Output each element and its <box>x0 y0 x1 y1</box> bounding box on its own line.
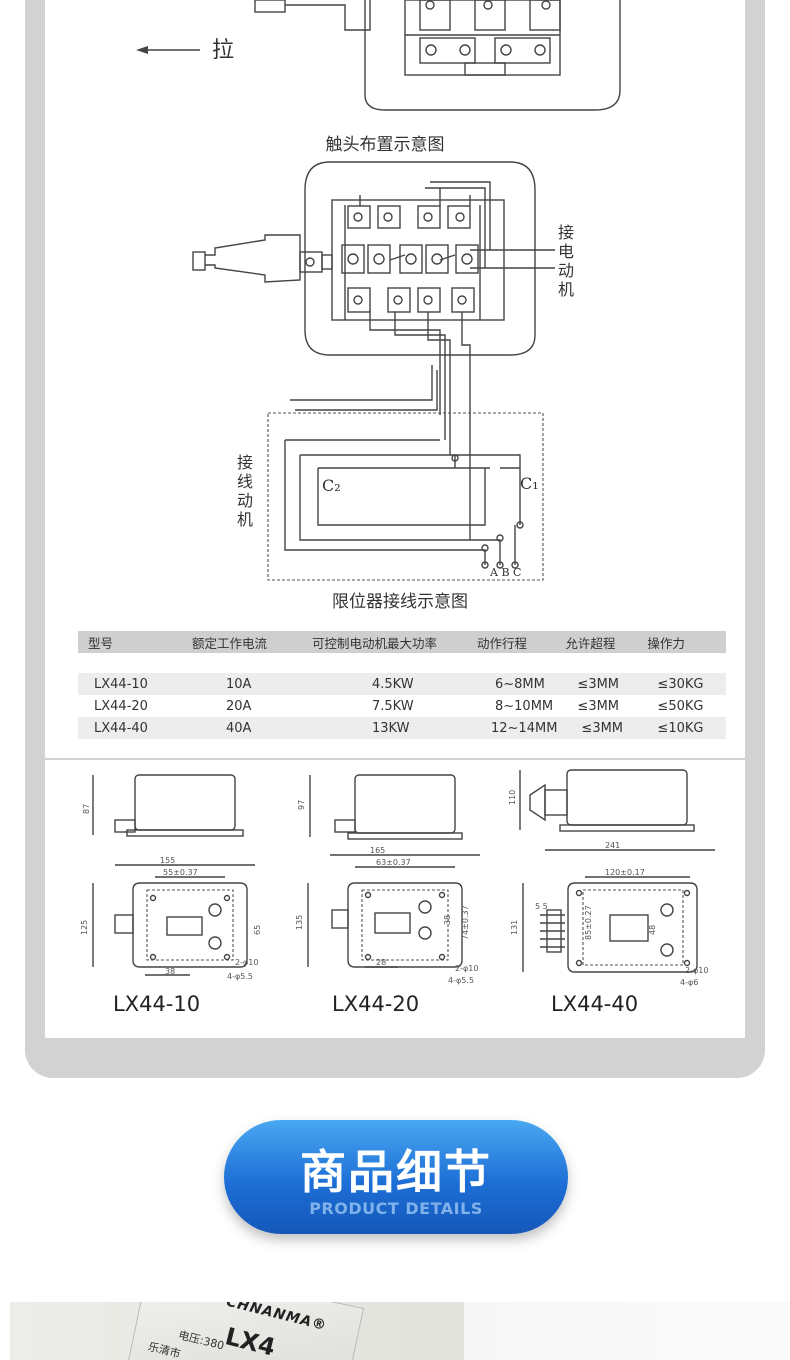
dim-mount: 63±0.37 <box>376 858 411 867</box>
dimension-drawing-panel <box>45 760 745 1038</box>
motor-label-right: 接 电 动 机 <box>556 223 576 299</box>
table-cell: 7.5KW <box>308 695 473 717</box>
contact-layout-caption: 触头布置示意图 <box>325 135 445 155</box>
table-row: LX44-20 20A 7.5KW 8~10MM ≤3MM ≤50KG <box>78 695 726 717</box>
pull-direction-diagram <box>136 0 621 111</box>
dim-holes-2: 4-φ6 <box>680 978 698 987</box>
motor-label-char: 动 <box>557 261 574 280</box>
table-cell: 4.5KW <box>308 673 473 695</box>
photo-background <box>464 1302 790 1360</box>
motor-label-char: 线 <box>236 472 253 491</box>
table-cell: ≤30KG <box>643 673 726 695</box>
dim-holes-2: 4-φ5.5 <box>448 976 474 985</box>
spec-table-header-row: 型号 额定工作电流 可控制电动机最大功率 动作行程 允许超程 操作力 <box>78 631 726 653</box>
header-current: 额定工作电流 <box>188 631 308 653</box>
pull-label: 拉 <box>212 38 235 63</box>
dim-small: 5 5 <box>535 902 548 911</box>
c2-label: C₂ <box>322 476 341 495</box>
dim-holes-1: 2-φ10 <box>235 958 258 967</box>
table-cell: 20A <box>188 695 308 717</box>
motor-label-char: 接 <box>557 223 574 242</box>
dim-depth: 85±0.27 <box>584 905 593 940</box>
motor-label-char: 机 <box>557 280 574 299</box>
abc-terminal-label: A B C <box>490 566 522 579</box>
motor-label-char: 接 <box>236 453 253 472</box>
dim-width: 155 <box>160 856 175 865</box>
dim-width: 165 <box>370 846 385 855</box>
motor-label-char: 动 <box>236 491 253 510</box>
table-cell: LX44-10 <box>78 673 188 695</box>
header-model: 型号 <box>78 631 188 653</box>
wiring-caption: 限位器接线示意图 <box>332 592 468 612</box>
dim-side: 135 <box>295 915 304 930</box>
dimension-drawing-lx44-40: 110 241 120±0.17 131 85±0.27 48 5 5 2-φ1… <box>508 769 715 987</box>
table-row: LX44-10 10A 4.5KW 6~8MM ≤3MM ≤30KG <box>78 673 726 695</box>
table-cell: ≤3MM <box>561 673 644 695</box>
dim-height: 87 <box>82 804 91 814</box>
table-cell: ≤3MM <box>561 695 644 717</box>
banner-title: 商品细节 <box>300 1145 492 1199</box>
product-details-banner: 商品细节 PRODUCT DETAILS <box>224 1120 568 1234</box>
dim-depth: 74±0.37 <box>461 905 470 940</box>
table-cell: ≤50KG <box>643 695 726 717</box>
header-overtravel: 允许超程 <box>561 631 644 653</box>
dim-depth: 65 <box>253 925 262 935</box>
table-cell: 8~10MM <box>473 695 562 717</box>
table-cell: ≤10KG <box>643 717 726 739</box>
dim-mount: 55±0.37 <box>163 868 198 877</box>
model-label-lx44-40: LX44-40 <box>551 992 639 1016</box>
product-photo: CHNANMA® 电压:380 LX4 乐清市 <box>10 1302 464 1360</box>
dim-inner: 38 <box>443 915 452 925</box>
table-row: LX44-40 40A 13KW 12~14MM ≤3MM ≤10KG <box>78 717 726 739</box>
table-cell: ≤3MM <box>561 717 644 739</box>
dim-width: 241 <box>605 841 620 850</box>
header-power: 可控制电动机最大功率 <box>308 631 473 653</box>
dimension-drawing-lx44-20: 97 165 63±0.37 135 74±0.37 38 28 2-φ10 4… <box>295 774 480 985</box>
dim-holes-1: 2-φ10 <box>455 964 478 973</box>
dim-side: 125 <box>80 920 89 935</box>
dim-side: 131 <box>510 920 519 935</box>
model-label-lx44-10: LX44-10 <box>113 992 201 1016</box>
dim-holes-1: 2-φ10 <box>685 966 708 975</box>
motor-label-char: 电 <box>557 242 574 261</box>
dim-left-offset: 38 <box>165 967 175 976</box>
motor-label-left: 接 线 动 机 <box>235 453 255 529</box>
table-cell: 10A <box>188 673 308 695</box>
dim-inner: 48 <box>648 925 657 935</box>
c1-label: C₁ <box>520 474 539 493</box>
banner-subtitle: PRODUCT DETAILS <box>309 1199 483 1218</box>
motor-label-char: 机 <box>236 510 253 529</box>
table-cell: 12~14MM <box>473 717 562 739</box>
table-cell: LX44-20 <box>78 695 188 717</box>
dim-mount: 120±0.17 <box>605 868 645 877</box>
table-cell: 6~8MM <box>473 673 562 695</box>
dimension-drawing-lx44-10: 87 155 55±0.37 125 65 38 2-φ10 4-φ5.5 <box>80 774 262 981</box>
table-cell: LX44-40 <box>78 717 188 739</box>
spec-table: 型号 额定工作电流 可控制电动机最大功率 动作行程 允许超程 操作力 LX44-… <box>78 631 726 739</box>
dim-left-offset: 28 <box>376 958 386 967</box>
model-label-lx44-20: LX44-20 <box>332 992 420 1016</box>
dim-height: 97 <box>297 800 306 810</box>
header-stroke: 动作行程 <box>473 631 562 653</box>
dim-height: 110 <box>508 790 517 805</box>
dim-holes-2: 4-φ5.5 <box>227 972 253 981</box>
table-cell: 40A <box>188 717 308 739</box>
contact-wiring-diagram <box>192 161 555 581</box>
header-force: 操作力 <box>643 631 726 653</box>
table-cell: 13KW <box>308 717 473 739</box>
